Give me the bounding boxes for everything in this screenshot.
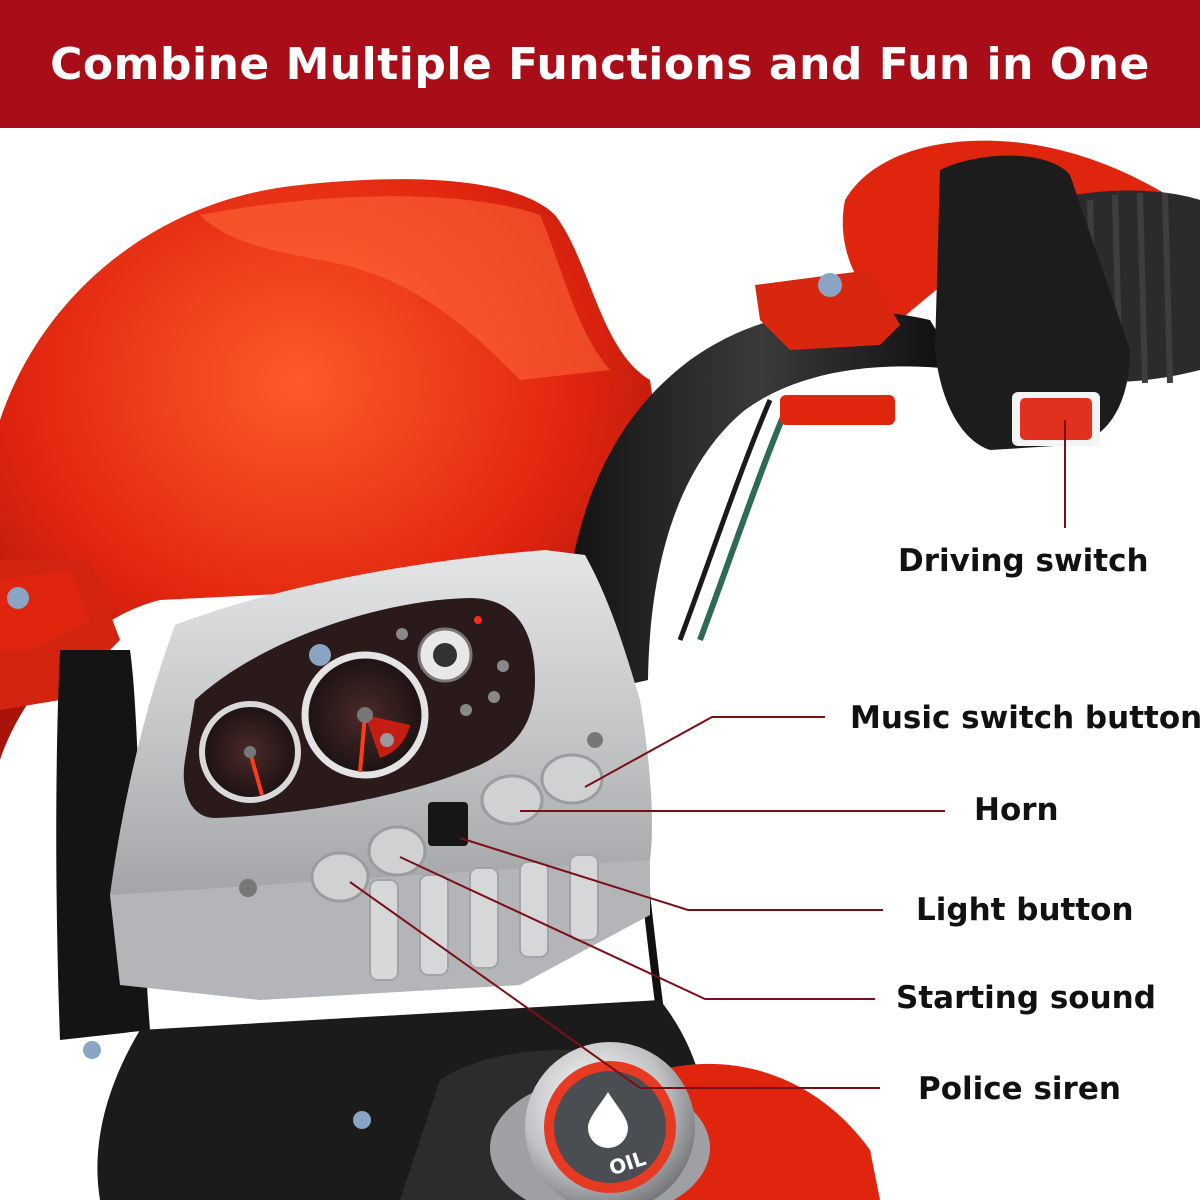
label-music-switch-button: Music switch button — [850, 700, 1200, 736]
starting-sound-button — [367, 825, 427, 877]
label-police-siren: Police siren — [918, 1071, 1121, 1107]
music-switch-button — [540, 753, 604, 805]
police-siren-button — [310, 851, 370, 903]
light-switch — [428, 802, 468, 846]
motorcycle-dashboard-photo: OIL — [0, 140, 1200, 1200]
driving-switch-button — [1020, 398, 1092, 440]
label-light-button: Light button — [916, 892, 1134, 928]
label-driving-switch: Driving switch — [898, 543, 1149, 579]
banner-title: Combine Multiple Functions and Fun in On… — [50, 38, 1150, 90]
header-banner: Combine Multiple Functions and Fun in On… — [0, 0, 1200, 128]
label-starting-sound: Starting sound — [896, 980, 1156, 1016]
label-horn: Horn — [974, 792, 1059, 828]
switch-housing — [935, 155, 1130, 450]
handlebar — [560, 310, 960, 700]
horn-button — [480, 774, 544, 826]
